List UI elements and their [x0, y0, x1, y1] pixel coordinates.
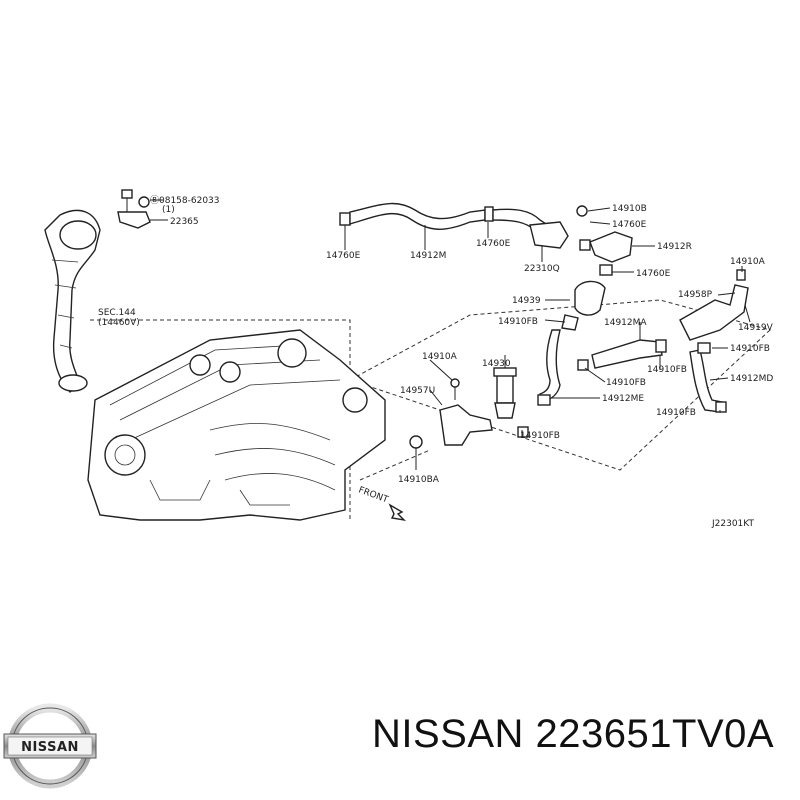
intake-duct-hose: [44, 209, 101, 393]
hose-14912m-assembly: [339, 202, 655, 276]
label-hose-e-mid: 14760E: [476, 239, 511, 249]
label-clip-fb5: 14910FB: [656, 408, 696, 418]
label-part-957u: 14957U: [400, 386, 435, 396]
label-clip-fb1: 14910FB: [498, 317, 538, 327]
nissan-logo: NISSAN: [3, 703, 97, 789]
label-hose-m: 14912M: [410, 251, 446, 261]
label-valve-q: 22310Q: [524, 264, 560, 274]
label-part-939: 14939: [512, 296, 541, 306]
label-clip-fb3: 14910FB: [647, 365, 687, 375]
label-hose-ma: 14912MA: [604, 318, 647, 328]
label-part-919v: 14919V: [738, 323, 774, 333]
label-clip-b: 14910B: [612, 204, 647, 214]
front-arrow-icon: [388, 503, 407, 522]
label-hose-r: 14912R: [657, 242, 692, 252]
label-clip-a-right: 14910A: [730, 257, 766, 267]
label-hose-me: 14912ME: [602, 394, 644, 404]
label-hose-e-r2: 14760E: [636, 269, 671, 279]
sensor-22365-assembly: [117, 189, 168, 229]
label-hose-e-r1: 14760E: [612, 220, 647, 230]
part-caption: NISSAN 223651TV0A: [372, 712, 775, 756]
label-clip-fb4: 14910FB: [606, 378, 646, 388]
label-part-930: 14930: [482, 359, 511, 369]
pcv-hose-assembly: [537, 266, 751, 413]
label-clip-fb6: 14910FB: [520, 431, 560, 441]
label-sec-ref: (14460V): [98, 318, 140, 328]
logo-text: NISSAN: [21, 740, 79, 755]
label-hose-md: 14912MD: [730, 374, 773, 384]
label-clip-ba: 14910BA: [398, 475, 440, 485]
label-clip-a-mid: 14910A: [422, 352, 458, 362]
label-part-958p: 14958P: [678, 290, 713, 300]
label-hose-e-left: 14760E: [326, 251, 361, 261]
label-sensor: 22365: [170, 217, 199, 227]
label-front: FRONT: [357, 485, 390, 505]
label-clip-fb2: 14910FB: [730, 344, 770, 354]
engine-block: [87, 329, 386, 521]
label-bolt-qty: (1): [162, 205, 175, 215]
label-ref-code: J22301KT: [711, 519, 754, 529]
label-sec: SEC.144: [98, 308, 136, 318]
valve-14930-assembly: [409, 355, 529, 470]
label-bolt-code: Ⓑ08158-62033: [150, 195, 220, 206]
